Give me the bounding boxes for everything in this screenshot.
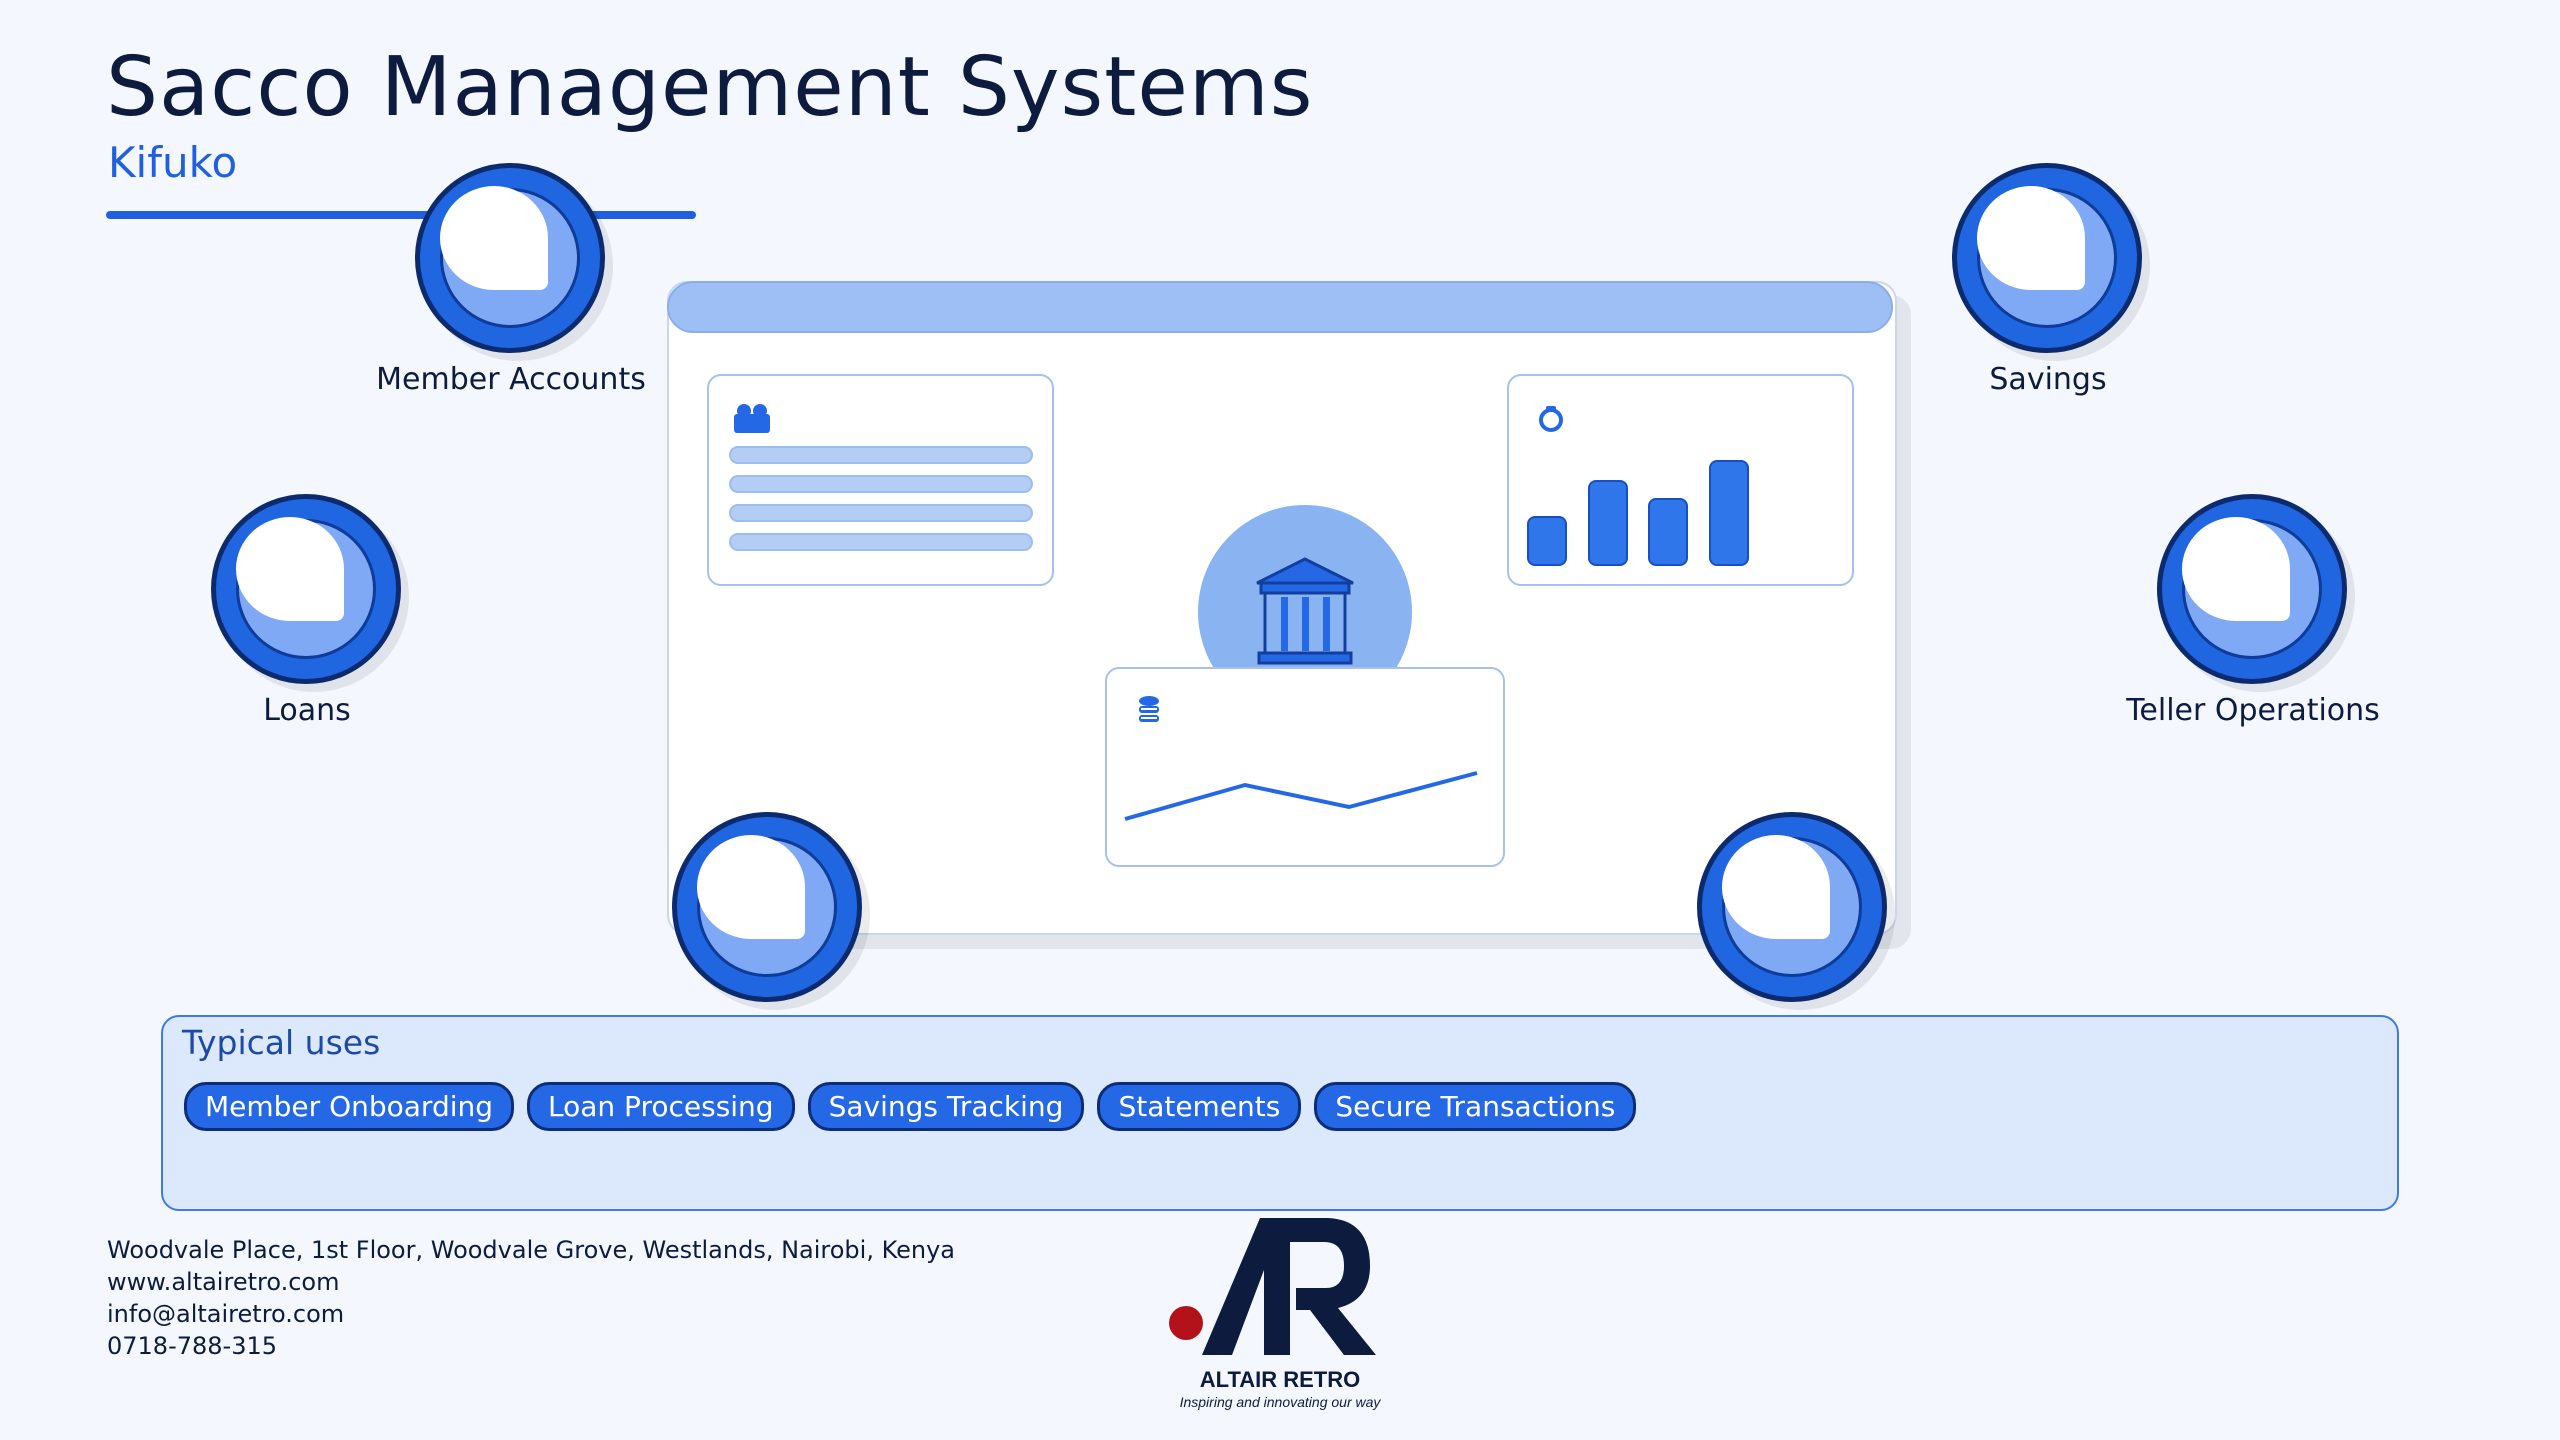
- line-chart-card: [1105, 667, 1505, 867]
- logo-name: ALTAIR RETRO: [1199, 1367, 1361, 1392]
- chip-secure-transactions[interactable]: Secure Transactions: [1314, 1082, 1637, 1131]
- teller-operations-icon[interactable]: [2157, 494, 2347, 684]
- feature-label-savings: Savings: [1989, 362, 2107, 397]
- contact-info: Woodvale Place, 1st Floor, Woodvale Grov…: [107, 1234, 955, 1362]
- bank-icon: [1256, 557, 1354, 665]
- ring-icon: [1539, 406, 1563, 432]
- chip-loan-processing[interactable]: Loan Processing: [527, 1082, 795, 1131]
- logo-tagline: Inspiring and innovating our way: [1179, 1394, 1381, 1410]
- phone-text: 0718-788-315: [107, 1332, 278, 1360]
- page-subtitle: Kifuko: [108, 138, 238, 187]
- bar-chart-card: [1507, 374, 1854, 586]
- feature-label-member-accounts: Member Accounts: [376, 362, 646, 397]
- dashboard-title-bar: [667, 281, 1893, 333]
- typical-uses-chips: Member Onboarding Loan Processing Saving…: [184, 1082, 1637, 1131]
- typical-uses-title: Typical uses: [182, 1023, 381, 1062]
- feature-label-loans: Loans: [263, 693, 351, 728]
- chip-savings-tracking[interactable]: Savings Tracking: [807, 1082, 1085, 1131]
- chip-member-onboarding[interactable]: Member Onboarding: [184, 1082, 515, 1131]
- list-line: [729, 446, 1033, 464]
- trend-line: [1124, 771, 1478, 821]
- savings-icon[interactable]: [1952, 163, 2142, 353]
- list-line: [729, 504, 1033, 522]
- list-line: [729, 533, 1033, 551]
- member-list-card: [707, 374, 1054, 586]
- chip-statements[interactable]: Statements: [1097, 1082, 1302, 1131]
- chart-bar: [1709, 460, 1749, 566]
- chart-bar: [1648, 498, 1688, 566]
- member-accounts-icon[interactable]: [415, 163, 605, 353]
- loans-icon[interactable]: [211, 494, 401, 684]
- feature-label-teller-operations: Teller Operations: [2126, 693, 2380, 728]
- chart-bar: [1588, 480, 1628, 566]
- list-line: [729, 475, 1033, 493]
- members-icon: [734, 404, 770, 433]
- email-link[interactable]: info@altairetro.com: [107, 1300, 345, 1328]
- altair-retro-logo: [1169, 1218, 1376, 1355]
- address-text: Woodvale Place, 1st Floor, Woodvale Grov…: [107, 1236, 956, 1264]
- coins-icon: [1139, 696, 1159, 722]
- website-link[interactable]: www.altairetro.com: [107, 1268, 340, 1296]
- documents-icon[interactable]: [1697, 812, 1887, 1002]
- page-title: Sacco Management Systems: [106, 40, 1314, 135]
- title-underline: [106, 211, 696, 219]
- reports-icon[interactable]: [672, 812, 862, 1002]
- chart-bar: [1527, 516, 1567, 566]
